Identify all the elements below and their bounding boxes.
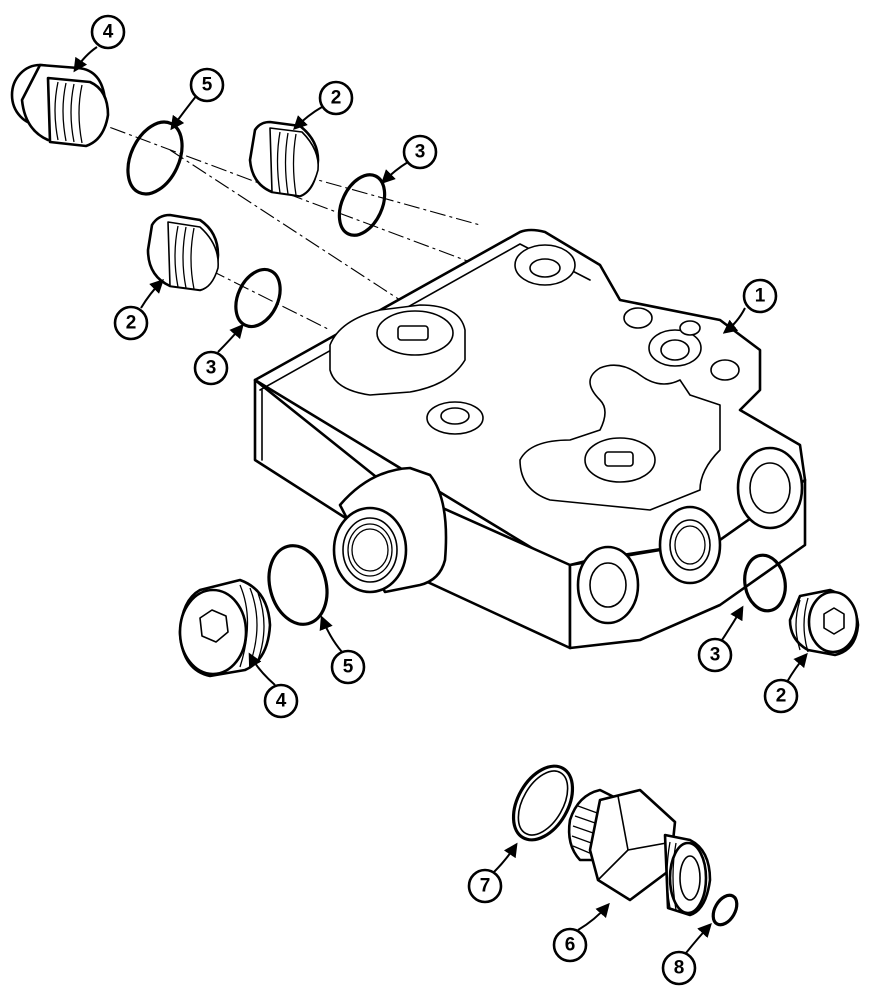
callout-8: 8 bbox=[661, 950, 697, 986]
o-ring-large-bottom bbox=[267, 544, 329, 626]
callout-5: 5 bbox=[330, 649, 366, 685]
svg-text:2: 2 bbox=[126, 313, 137, 334]
svg-text:5: 5 bbox=[202, 75, 213, 96]
valve-body bbox=[253, 228, 807, 650]
svg-text:1: 1 bbox=[755, 286, 766, 307]
svg-text:6: 6 bbox=[565, 935, 576, 956]
o-ring-fitting bbox=[511, 764, 575, 842]
callouts: 1 2 2 2 3 3 3 4 bbox=[90, 14, 799, 986]
svg-text:2: 2 bbox=[331, 88, 342, 109]
svg-text:2: 2 bbox=[776, 686, 787, 707]
o-ring-large-top bbox=[126, 120, 184, 196]
o-ring-tiny bbox=[711, 893, 739, 927]
svg-text:8: 8 bbox=[674, 958, 685, 979]
o-ring-small-bottom bbox=[743, 553, 787, 613]
callout-7: 7 bbox=[467, 868, 503, 904]
callout-6: 6 bbox=[552, 927, 588, 963]
svg-text:4: 4 bbox=[103, 22, 114, 43]
plug-large-top bbox=[10, 63, 110, 148]
plug-hex-bottom-right bbox=[788, 588, 860, 657]
callout-5: 5 bbox=[189, 67, 225, 103]
callout-4: 4 bbox=[90, 14, 126, 50]
callout-2: 2 bbox=[763, 678, 799, 714]
callout-3: 3 bbox=[697, 637, 733, 673]
callout-3: 3 bbox=[193, 350, 229, 386]
o-ring-small-left bbox=[234, 267, 282, 329]
plug-small-left bbox=[146, 213, 220, 292]
callout-2: 2 bbox=[318, 80, 354, 116]
svg-text:3: 3 bbox=[710, 645, 721, 666]
svg-text:7: 7 bbox=[480, 876, 491, 897]
plug-small-top bbox=[248, 120, 320, 198]
o-ring-small-top bbox=[337, 173, 387, 237]
callout-2: 2 bbox=[113, 305, 149, 341]
callout-1: 1 bbox=[742, 278, 778, 314]
svg-text:4: 4 bbox=[276, 691, 287, 712]
assembly-center-lines bbox=[84, 117, 481, 331]
leader-lines bbox=[73, 46, 808, 954]
callout-3: 3 bbox=[402, 134, 438, 170]
svg-text:3: 3 bbox=[206, 358, 217, 379]
svg-text:5: 5 bbox=[343, 657, 354, 678]
plug-hex-bottom-left bbox=[178, 578, 272, 678]
callout-4: 4 bbox=[263, 683, 299, 719]
svg-text:3: 3 bbox=[415, 142, 426, 163]
hex-fitting bbox=[567, 788, 712, 917]
